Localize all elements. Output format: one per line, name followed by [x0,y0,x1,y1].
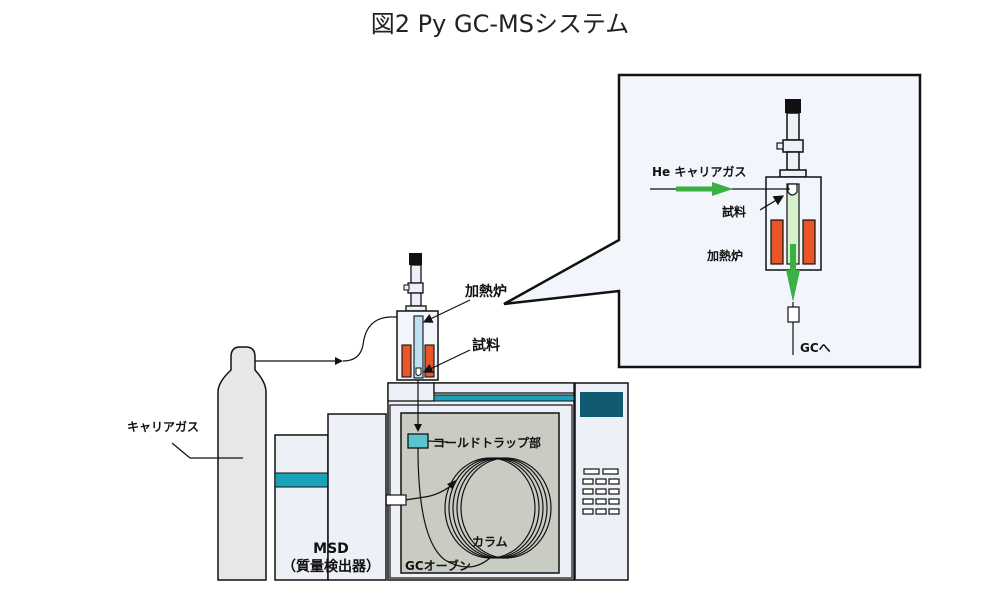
pyrolyzer-knob [409,253,422,265]
inset-connector [787,306,800,323]
figure-title: 図2 Py GC-MSシステム [370,10,630,38]
gc-instrument [385,380,629,581]
pyrolyzer [396,253,471,381]
gas-line [342,316,414,362]
gc-teal-strip [433,394,575,402]
inset-heater-left [770,219,784,265]
label-msd-full: （質量検出器） [282,558,380,575]
label-sample: 試料 [472,337,500,354]
heater-left [401,344,412,378]
gc-keypad [582,468,620,515]
heater-right [424,344,435,378]
inset-sample-cup [787,183,798,196]
inset-label-sample: 試料 [722,204,746,219]
cold-trap [407,433,429,449]
inset-callout [503,73,922,369]
inset-flow-arrow-out [790,244,796,272]
inset-knob [785,99,801,113]
label-msd: MSD [313,541,349,557]
label-heating-furnace: 加熱炉 [464,283,507,300]
quartz-tube [413,315,424,379]
label-cold-trap: コールドトラップ部 [433,435,541,450]
inset-label-to-gc: GCへ [800,341,831,355]
inset-label-he-carrier-gas: He キャリアガス [652,164,746,179]
transfer-line-connector [385,494,407,506]
label-carrier-gas: キャリアガス [127,419,199,434]
gc-display [580,392,623,417]
label-column: カラム [472,535,508,549]
inset-heater-right [802,219,816,265]
carrier-gas-cylinder [171,316,414,581]
msd-teal-strip [274,472,329,488]
label-gc-oven: GCオーブン [405,558,471,573]
callout-frame [503,73,922,369]
inset-pyrolyzer [650,99,822,355]
inset-label-heating-furnace: 加熱炉 [706,248,743,263]
msd-detector [274,413,387,581]
